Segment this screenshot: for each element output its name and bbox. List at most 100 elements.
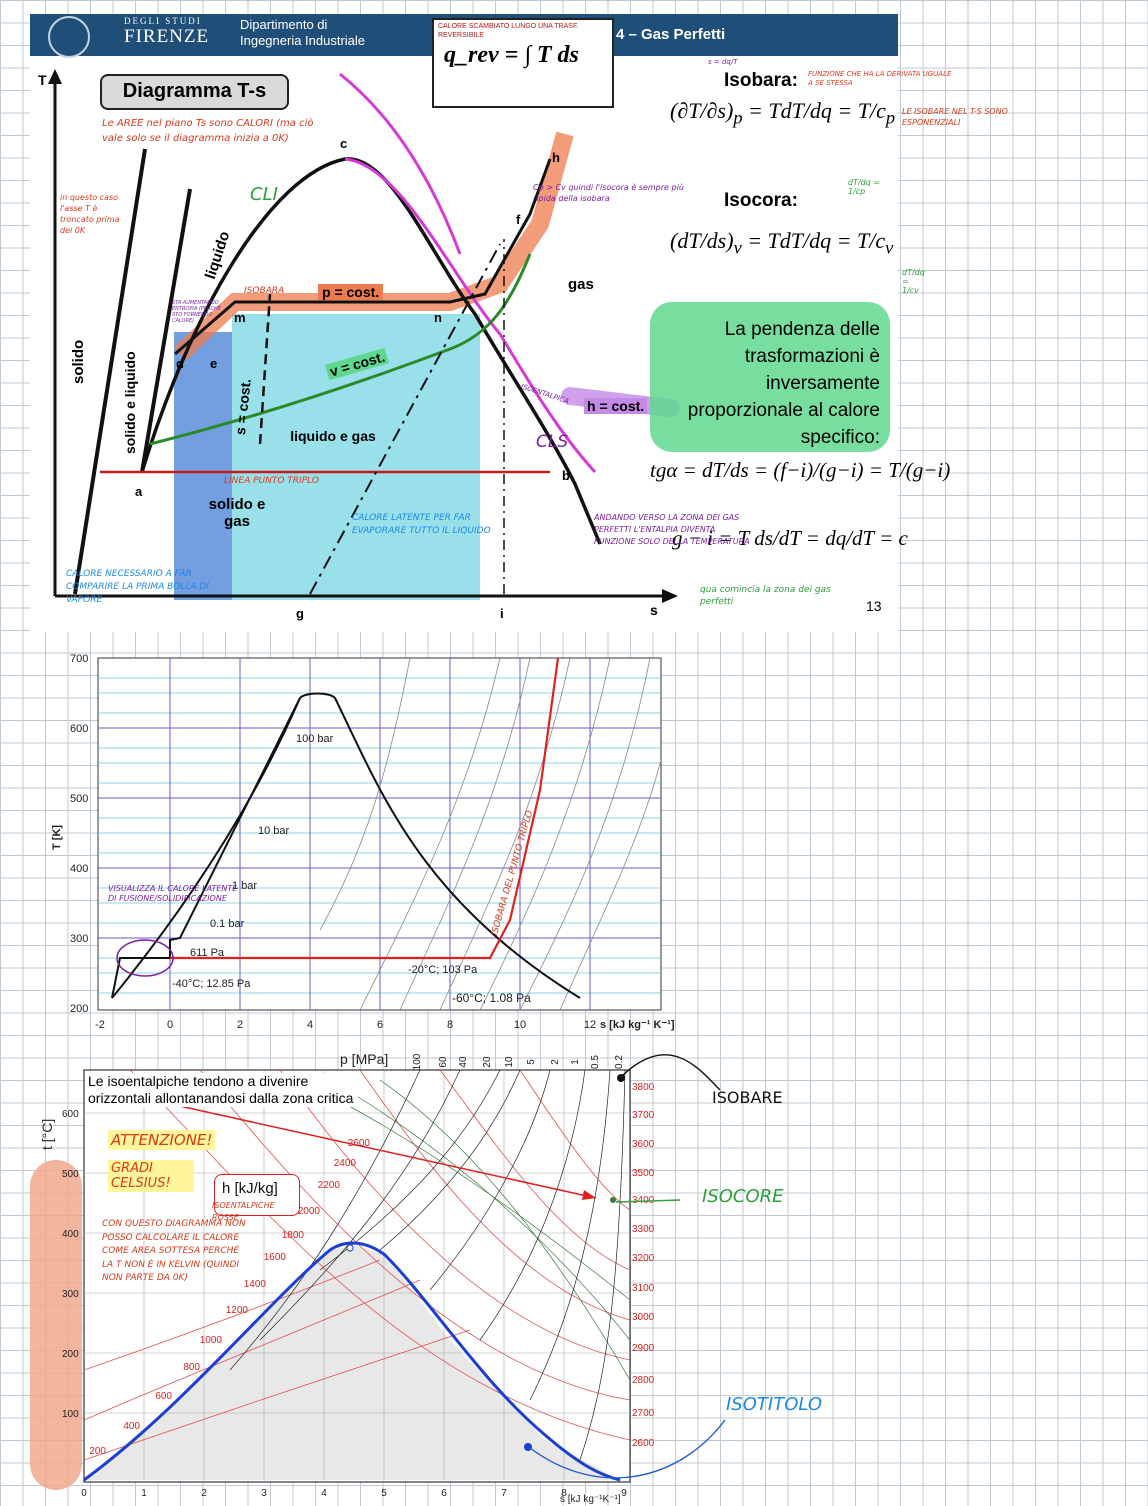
svg-text:6: 6 [377,1019,383,1031]
s-axis-arrow-icon [662,589,678,603]
label-60c: -60°C; 1.08 Pa [452,991,531,1005]
svg-text:0: 0 [81,1488,87,1499]
isoentalpiche-rosse-note: ISOENTALPICHE ROSSE [212,1201,275,1222]
point-b: b [562,468,570,483]
svg-text:2: 2 [550,1059,561,1065]
g-i-formula: g − i = T ds/dT = dq/dT = c [672,526,908,550]
formula-box: CALORE SCAMBIATO LUNGO UNA TRASF. REVERS… [432,18,614,108]
s-axis-label: s [650,602,658,618]
svg-text:6: 6 [441,1488,447,1499]
chart2-triple-isobar [170,657,560,960]
entropia-note: STA AUMENTANDO ENTROPIA (PERCHÉ STO FORN… [172,300,221,324]
solido-e-liquido-label: solido e liquido [122,351,138,454]
university-seal-icon [48,16,90,58]
svg-text:20: 20 [482,1056,493,1068]
isotitolo-label: ISOTITOLO [726,1394,823,1415]
slide-header: DEGLI STUDI FIRENZE Dipartimento di Inge… [30,14,898,58]
isochore-line [149,253,532,446]
con-questo-note: CON QUESTO DIAGRAMMA NON POSSO CALCOLARE… [102,1219,246,1283]
chart3-isobars [229,1069,626,1461]
svg-text:0.5: 0.5 [590,1055,601,1069]
solido-e-gas-label: solido e gas [208,496,266,530]
svg-text:600: 600 [70,723,88,735]
point-e: e [210,356,218,371]
asse-note: in questo caso l'asse T è troncato prima… [60,193,120,235]
funzione-note: FUNZIONE CHE HA LA DERIVATA UGUALE A SE … [808,70,952,87]
solid-liquid-area [174,332,232,600]
svg-text:9: 9 [621,1488,627,1499]
dt-dq-p-note: dT/dq = 1/cp [848,178,881,196]
calore-latente-note: CALORE LATENTE PER FAR EVAPORARE TUTTO I… [352,513,491,536]
isobara-formula: (∂T/∂s)p = TdT/dq = T/cp [670,98,896,128]
point-a: a [135,484,143,499]
celsius-highlight [30,1160,82,1490]
point-g: g [296,606,304,621]
t-axis-label: T [38,72,47,88]
svg-text:500: 500 [70,793,88,805]
slide-title: 4 – Gas Perfetti [616,26,726,43]
gas-label: gas [568,276,594,293]
svg-text:3600: 3600 [632,1139,655,1150]
isobare-arrow [621,1054,721,1091]
chart3-xticks: 0 1 2 3 4 5 6 7 8 9 [81,1488,627,1499]
andando-note: ANDANDO VERSO LA ZONA DEI GAS PERFETTI L… [594,513,750,546]
svg-text:1000: 1000 [200,1335,223,1346]
dashdot-line [309,243,501,595]
h-cost-label: h = cost. [584,398,648,414]
svg-text:2800: 2800 [632,1375,655,1386]
svg-text:-2: -2 [95,1019,105,1031]
svg-text:2200: 2200 [318,1180,341,1191]
svg-text:3700: 3700 [632,1110,655,1121]
point-m: m [234,310,246,325]
svg-text:2: 2 [201,1488,207,1499]
point-d: d [176,356,184,371]
svg-text:12: 12 [584,1019,596,1031]
svg-text:1: 1 [141,1488,147,1499]
svg-text:3: 3 [261,1488,267,1499]
linea-tripla-note: LINEA PUNTO TRIPLO [224,476,319,486]
svg-text:1200: 1200 [226,1305,249,1316]
attenzione-note: ATTENZIONE! [108,1130,216,1150]
p-cost-label: p = cost. [318,284,384,300]
solid-boundary-line [73,148,147,595]
chart2-curve-labels: 100 bar 10 bar 1 bar 0.1 bar 611 Pa -40°… [172,733,531,1005]
isobare-label: ISOBARE [712,1088,783,1107]
point-i: i [500,606,504,621]
svg-text:100: 100 [62,1409,79,1420]
chart2-ylabel: T [K] [51,825,63,850]
svg-text:2600: 2600 [632,1438,655,1449]
svg-text:3200: 3200 [632,1253,655,1264]
water-ts-chart: 700 600 500 400 300 200 -2 0 2 4 6 8 10 … [51,653,675,1031]
svg-text:40: 40 [458,1056,469,1068]
chart3-yticks: 600 500 400 300 200 100 [62,1109,79,1420]
svg-text:2400: 2400 [334,1158,357,1169]
svg-text:3100: 3100 [632,1283,655,1294]
h-label-box [214,1174,300,1216]
chart3-saturation-dome [83,1241,621,1482]
aree-note: Le AREE nel piano Ts sono CALORI (ma ciò… [102,118,314,144]
isocora-formula: (dT/ds)v = TdT/dq = T/cv [670,228,894,258]
svg-text:2700: 2700 [632,1408,655,1419]
chart3-isoenthalpics [83,1069,631,1461]
svg-text:1400: 1400 [244,1279,267,1290]
isobar-line [174,158,552,356]
svg-text:7: 7 [501,1488,507,1499]
svg-text:2000: 2000 [298,1206,321,1217]
chart3-h-ticks-left: 2600 2400 2200 2000 1800 1600 1400 1200 … [89,1138,370,1457]
isocore-arrow [615,1199,681,1203]
university-logo: DEGLI STUDI FIRENZE [124,16,210,47]
cls-curve [344,157,597,474]
svg-text:4: 4 [307,1019,313,1031]
svg-text:1800: 1800 [282,1230,305,1241]
isentropic-line [258,293,272,445]
formula-note: CALORE SCAMBIATO LUNGO UNA TRASF. REVERS… [438,23,579,39]
label-1bar: 1 bar [232,880,257,892]
svg-text:3500: 3500 [632,1168,655,1179]
cls-label: CLS [536,432,569,452]
chart2-xlabel: s [kJ kg⁻¹ K⁻¹] [600,1019,675,1031]
melting-line [140,188,192,473]
svg-text:600: 600 [62,1109,79,1120]
dt-dq-v-note: dT/dq = 1/cv [902,268,925,295]
svg-text:800: 800 [183,1362,200,1373]
svg-text:8: 8 [447,1019,453,1031]
